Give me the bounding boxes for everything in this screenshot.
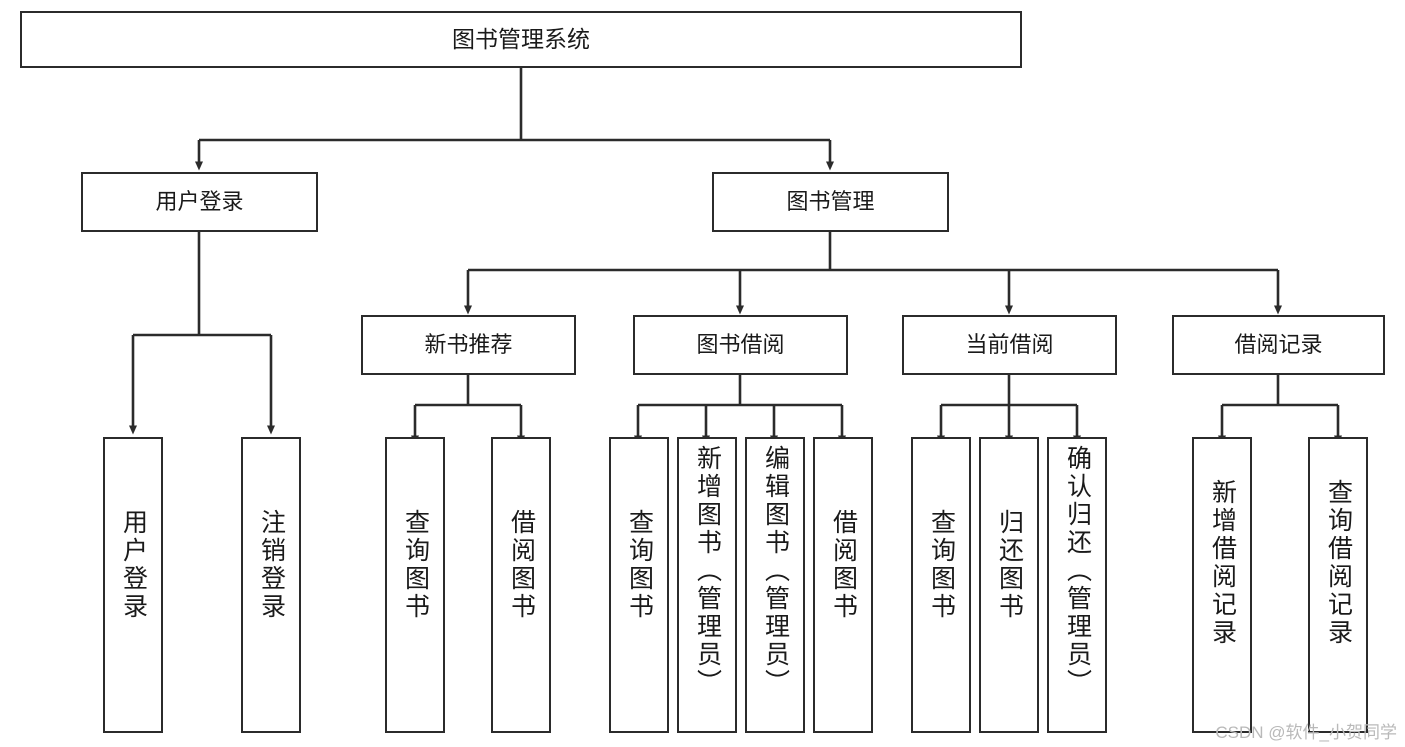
leaf-query-record[interactable]: 查询借阅记录	[1308, 437, 1368, 733]
node-current-borrow-label: 当前借阅	[965, 332, 1054, 358]
node-borrow-record[interactable]: 借阅记录	[1172, 315, 1385, 375]
node-new-book-recommend-label: 新书推荐	[424, 332, 513, 358]
leaf-query-book-3[interactable]: 查询图书	[911, 437, 971, 733]
node-current-borrow[interactable]: 当前借阅	[902, 315, 1117, 375]
leaf-borrow-book-1-label: 借阅图书	[507, 509, 536, 621]
leaf-query-book-1-label: 查询图书	[401, 509, 430, 621]
node-book-borrow-label: 图书借阅	[696, 332, 785, 358]
leaf-add-record[interactable]: 新增借阅记录	[1192, 437, 1252, 733]
leaf-query-book-3-label: 查询图书	[927, 509, 956, 621]
node-book-manage[interactable]: 图书管理	[712, 172, 949, 232]
node-user-login[interactable]: 用户登录	[81, 172, 318, 232]
node-user-login-label: 用户登录	[155, 189, 244, 215]
leaf-query-record-label: 查询借阅记录	[1324, 479, 1353, 647]
leaf-add-record-label: 新增借阅记录	[1208, 479, 1237, 647]
leaf-logout[interactable]: 注销登录	[241, 437, 301, 733]
node-root-system-label: 图书管理系统	[452, 26, 590, 53]
leaf-user-login[interactable]: 用户登录	[103, 437, 163, 733]
leaf-user-login-label: 用户登录	[119, 509, 148, 621]
node-book-manage-label: 图书管理	[786, 189, 875, 215]
leaf-borrow-book-2[interactable]: 借阅图书	[813, 437, 873, 733]
leaf-return-book-label: 归还图书	[995, 509, 1024, 621]
leaf-borrow-book-2-label: 借阅图书	[829, 509, 858, 621]
leaf-edit-book[interactable]: 编辑图书（管理员）	[745, 437, 805, 733]
leaf-confirm-return[interactable]: 确认归还（管理员）	[1047, 437, 1107, 733]
leaf-query-book-2[interactable]: 查询图书	[609, 437, 669, 733]
csdn-watermark: CSDN @软件_小贺同学	[1215, 723, 1397, 742]
leaf-borrow-book-1[interactable]: 借阅图书	[491, 437, 551, 733]
node-root-system[interactable]: 图书管理系统	[20, 11, 1022, 68]
node-borrow-record-label: 借阅记录	[1234, 332, 1323, 358]
leaf-confirm-return-label: 确认归还（管理员）	[1063, 445, 1092, 697]
leaf-query-book-1[interactable]: 查询图书	[385, 437, 445, 733]
leaf-add-book[interactable]: 新增图书（管理员）	[677, 437, 737, 733]
leaf-add-book-label: 新增图书（管理员）	[693, 445, 722, 697]
leaf-edit-book-label: 编辑图书（管理员）	[761, 445, 790, 697]
node-new-book-recommend[interactable]: 新书推荐	[361, 315, 576, 375]
node-book-borrow[interactable]: 图书借阅	[633, 315, 848, 375]
leaf-logout-label: 注销登录	[257, 509, 286, 621]
leaf-query-book-2-label: 查询图书	[625, 509, 654, 621]
leaf-return-book[interactable]: 归还图书	[979, 437, 1039, 733]
